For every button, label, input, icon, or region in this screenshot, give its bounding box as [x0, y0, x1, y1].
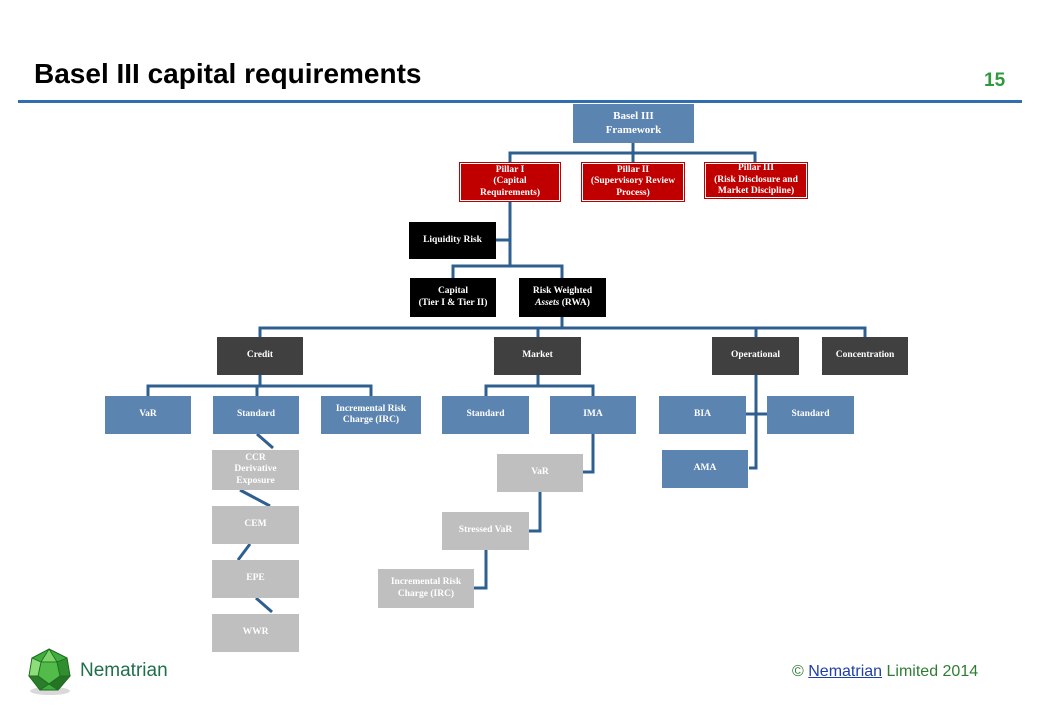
connector-capital-rwa — [451, 264, 564, 278]
concentration-box: Concentration — [822, 337, 908, 375]
basel-iii-framework-box: Basel III Framework — [573, 104, 694, 143]
connector-operational — [746, 375, 767, 470]
credit-var-box: VaR — [105, 396, 191, 434]
market-box: Market — [494, 337, 581, 375]
epe-box: EPE — [212, 560, 299, 598]
wwr-box: WWR — [212, 614, 299, 652]
copyright-symbol: © — [792, 663, 804, 680]
footer-copyright: © Nematrian Limited 2014 — [792, 663, 978, 681]
rwa-label-assets: Assets — [535, 297, 560, 308]
pillar-i-box: Pillar I (Capital Requirements) — [459, 162, 561, 202]
title-underline — [18, 100, 1022, 103]
connector-var-stressed — [529, 492, 542, 533]
cem-box: CEM — [212, 506, 299, 544]
nematrian-link[interactable]: Nematrian — [808, 663, 883, 680]
page-number: 15 — [984, 70, 1006, 91]
nematrian-logo-icon — [28, 648, 71, 695]
connector-cem-epe — [236, 543, 252, 561]
footer-brand: Nematrian — [80, 660, 168, 681]
operational-standard-box: Standard — [767, 396, 854, 434]
market-standard-box: Standard — [442, 396, 529, 434]
ima-stressed-var-box: Stressed VaR — [442, 512, 529, 550]
credit-standard-box: Standard — [213, 396, 299, 434]
market-ima-box: IMA — [550, 396, 636, 434]
connector-ccr-cem — [239, 488, 271, 508]
copyright-suffix: Limited 2014 — [882, 663, 979, 680]
credit-irc-box: Incremental Risk Charge (IRC) — [321, 396, 421, 434]
connector-rwa-categories — [258, 317, 867, 337]
connector-credit-children — [146, 375, 373, 396]
connector-standard-ccr — [256, 432, 274, 450]
pillar-ii-box: Pillar II (Supervisory Review Process) — [581, 162, 685, 202]
operational-bia-box: BIA — [659, 396, 746, 434]
slide-title: Basel III capital requirements — [34, 58, 422, 89]
capital-box: Capital (Tier I & Tier II) — [410, 278, 496, 317]
credit-box: Credit — [217, 337, 303, 375]
rwa-label-line1: Risk Weighted — [532, 286, 593, 297]
rwa-label-rest: (RWA) — [559, 297, 590, 308]
connector-epe-wwr — [255, 596, 273, 614]
ima-irc-box: Incremental Risk Charge (IRC) — [378, 569, 474, 608]
connector-stressed-irc — [474, 550, 488, 590]
operational-box: Operational — [712, 337, 799, 375]
connector-ima-var — [583, 434, 595, 474]
connector-market-children — [484, 375, 595, 396]
ccr-derivative-exposure-box: CCR Derivative Exposure — [212, 450, 299, 490]
ima-var-box: VaR — [497, 454, 583, 492]
connector-framework-pillars — [508, 143, 757, 163]
liquidity-risk-box: Liquidity Risk — [409, 222, 496, 259]
operational-ama-box: AMA — [662, 450, 748, 488]
pillar-iii-box: Pillar III (Risk Disclosure and Market D… — [704, 162, 808, 199]
